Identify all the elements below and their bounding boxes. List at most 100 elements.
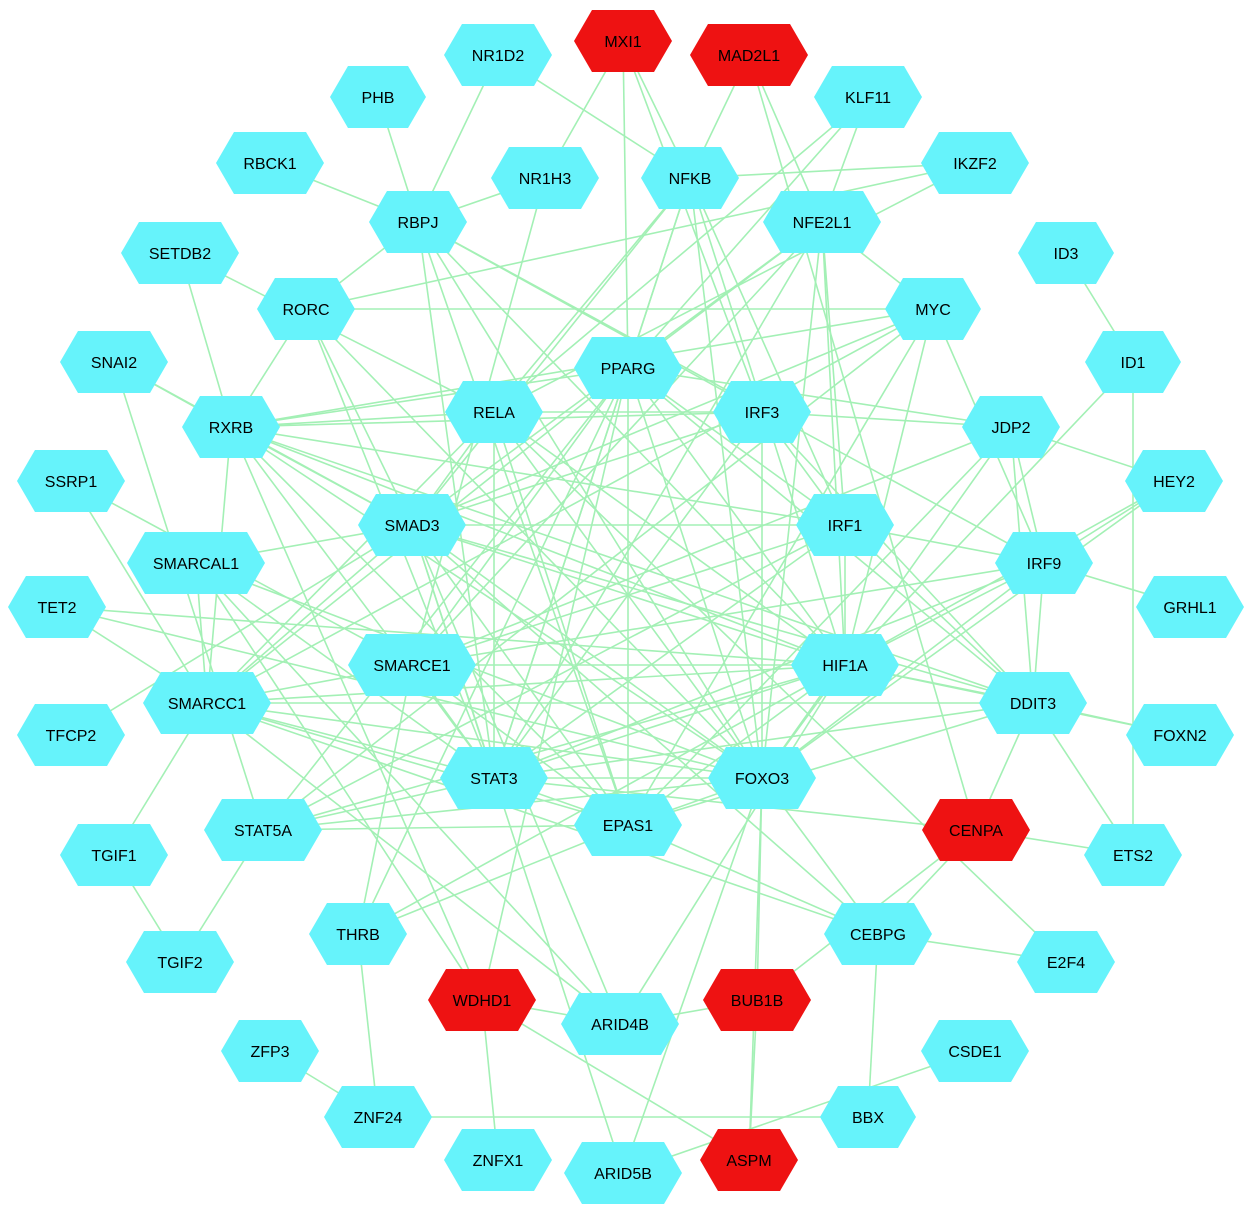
node-label: NR1D2 bbox=[472, 48, 525, 65]
node-cebpg[interactable]: CEBPG bbox=[824, 903, 932, 965]
node-hey2[interactable]: HEY2 bbox=[1125, 450, 1223, 512]
edge-smarcal1-foxo3 bbox=[195, 562, 763, 779]
node-smad3[interactable]: SMAD3 bbox=[358, 494, 466, 556]
node-label: ARID4B bbox=[591, 1017, 649, 1034]
node-label: PHB bbox=[362, 90, 395, 107]
node-rbpj[interactable]: RBPJ bbox=[369, 191, 467, 253]
node-tgif1[interactable]: TGIF1 bbox=[60, 824, 168, 886]
edge-myc-epas1 bbox=[627, 308, 934, 826]
node-rela[interactable]: RELA bbox=[445, 381, 543, 443]
node-grhl1[interactable]: GRHL1 bbox=[1136, 576, 1244, 638]
edge-epas1-thrb bbox=[357, 824, 629, 935]
edge-smarcc1-foxo3 bbox=[206, 702, 763, 779]
node-pparg[interactable]: PPARG bbox=[574, 337, 682, 399]
node-irf3[interactable]: IRF3 bbox=[713, 381, 811, 443]
node-znfx1[interactable]: ZNFX1 bbox=[444, 1129, 552, 1191]
node-label: MXI1 bbox=[604, 34, 641, 51]
node-label: MYC bbox=[915, 302, 951, 319]
node-nfe2l1[interactable]: NFE2L1 bbox=[763, 191, 881, 253]
node-arid5b[interactable]: ARID5B bbox=[564, 1142, 682, 1204]
node-hexagon bbox=[348, 634, 476, 696]
node-ddit3[interactable]: DDIT3 bbox=[979, 672, 1087, 734]
node-thrb[interactable]: THRB bbox=[309, 903, 407, 965]
node-epas1[interactable]: EPAS1 bbox=[574, 794, 682, 856]
node-e2f4[interactable]: E2F4 bbox=[1017, 931, 1115, 993]
node-hif1a[interactable]: HIF1A bbox=[791, 634, 899, 696]
edge-hey2-foxo3 bbox=[761, 480, 1175, 779]
edge-ddit3-stat3 bbox=[493, 702, 1034, 779]
node-hexagon bbox=[491, 147, 599, 209]
edge-nfe2l1-irf1 bbox=[821, 221, 846, 526]
edge-epas1-stat5a bbox=[262, 824, 629, 831]
node-hexagon bbox=[204, 799, 322, 861]
node-id1[interactable]: ID1 bbox=[1085, 331, 1181, 393]
node-bbx[interactable]: BBX bbox=[820, 1086, 916, 1148]
node-hexagon bbox=[126, 931, 234, 993]
edge-myc-smarcc1 bbox=[206, 308, 934, 704]
node-label: ZNFX1 bbox=[473, 1153, 524, 1170]
node-label: JDP2 bbox=[991, 420, 1030, 437]
node-tet2[interactable]: TET2 bbox=[8, 576, 106, 638]
node-id3[interactable]: ID3 bbox=[1018, 222, 1114, 284]
node-aspm[interactable]: ASPM bbox=[700, 1129, 798, 1191]
node-rbck1[interactable]: RBCK1 bbox=[216, 132, 324, 194]
node-snai2[interactable]: SNAI2 bbox=[60, 331, 168, 393]
node-label: RBCK1 bbox=[243, 156, 296, 173]
node-hexagon bbox=[60, 331, 168, 393]
node-foxo3[interactable]: FOXO3 bbox=[708, 747, 816, 809]
node-phb[interactable]: PHB bbox=[330, 66, 426, 128]
node-rorc[interactable]: RORC bbox=[257, 278, 355, 340]
node-znf24[interactable]: ZNF24 bbox=[324, 1086, 432, 1148]
node-nfkb[interactable]: NFKB bbox=[641, 147, 739, 209]
node-label: FOXO3 bbox=[735, 771, 789, 788]
node-ikzf2[interactable]: IKZF2 bbox=[921, 132, 1029, 194]
node-hexagon bbox=[1085, 331, 1181, 393]
node-hexagon bbox=[17, 704, 125, 766]
node-cenpa[interactable]: CENPA bbox=[922, 799, 1030, 861]
node-hexagon bbox=[561, 993, 679, 1055]
node-zfp3[interactable]: ZFP3 bbox=[221, 1020, 319, 1082]
node-label: FOXN2 bbox=[1153, 728, 1206, 745]
node-wdhd1[interactable]: WDHD1 bbox=[428, 969, 536, 1031]
node-hexagon bbox=[921, 132, 1029, 194]
edge-smarcal1-arid4b bbox=[195, 562, 621, 1025]
edge-irf9-stat3 bbox=[493, 562, 1045, 779]
node-stat3[interactable]: STAT3 bbox=[440, 747, 548, 809]
node-bub1b[interactable]: BUB1B bbox=[703, 969, 811, 1031]
node-mxi1[interactable]: MXI1 bbox=[574, 10, 672, 72]
node-label: IRF3 bbox=[745, 405, 780, 422]
node-klf11[interactable]: KLF11 bbox=[814, 66, 922, 128]
node-hexagon bbox=[995, 532, 1093, 594]
node-hexagon bbox=[330, 66, 426, 128]
node-foxn2[interactable]: FOXN2 bbox=[1126, 704, 1234, 766]
node-tfcp2[interactable]: TFCP2 bbox=[17, 704, 125, 766]
node-myc[interactable]: MYC bbox=[885, 278, 981, 340]
node-ets2[interactable]: ETS2 bbox=[1084, 824, 1182, 886]
node-smarcc1[interactable]: SMARCC1 bbox=[143, 672, 271, 734]
node-irf9[interactable]: IRF9 bbox=[995, 532, 1093, 594]
node-label: THRB bbox=[336, 927, 380, 944]
node-label: ETS2 bbox=[1113, 848, 1153, 865]
node-nr1d2[interactable]: NR1D2 bbox=[444, 24, 552, 86]
node-label: PPARG bbox=[601, 361, 656, 378]
node-tgif2[interactable]: TGIF2 bbox=[126, 931, 234, 993]
node-irf1[interactable]: IRF1 bbox=[796, 494, 894, 556]
node-label: IKZF2 bbox=[953, 156, 997, 173]
edge-rxrb-irf1 bbox=[230, 426, 846, 526]
node-ssrp1[interactable]: SSRP1 bbox=[17, 450, 125, 512]
node-nr1h3[interactable]: NR1H3 bbox=[491, 147, 599, 209]
node-rxrb[interactable]: RXRB bbox=[182, 396, 280, 458]
node-mad2l1[interactable]: MAD2L1 bbox=[690, 24, 808, 86]
edge-rxrb-ddit3 bbox=[230, 426, 1034, 704]
node-hexagon bbox=[814, 66, 922, 128]
node-label: TFCP2 bbox=[46, 728, 97, 745]
node-smarcal1[interactable]: SMARCAL1 bbox=[127, 532, 265, 594]
node-stat5a[interactable]: STAT5A bbox=[204, 799, 322, 861]
node-label: KLF11 bbox=[845, 90, 891, 107]
node-smarce1[interactable]: SMARCE1 bbox=[348, 634, 476, 696]
node-csde1[interactable]: CSDE1 bbox=[921, 1020, 1029, 1082]
node-setdb2[interactable]: SETDB2 bbox=[121, 222, 239, 284]
node-jdp2[interactable]: JDP2 bbox=[962, 396, 1060, 458]
node-hexagon bbox=[143, 672, 271, 734]
node-arid4b[interactable]: ARID4B bbox=[561, 993, 679, 1055]
